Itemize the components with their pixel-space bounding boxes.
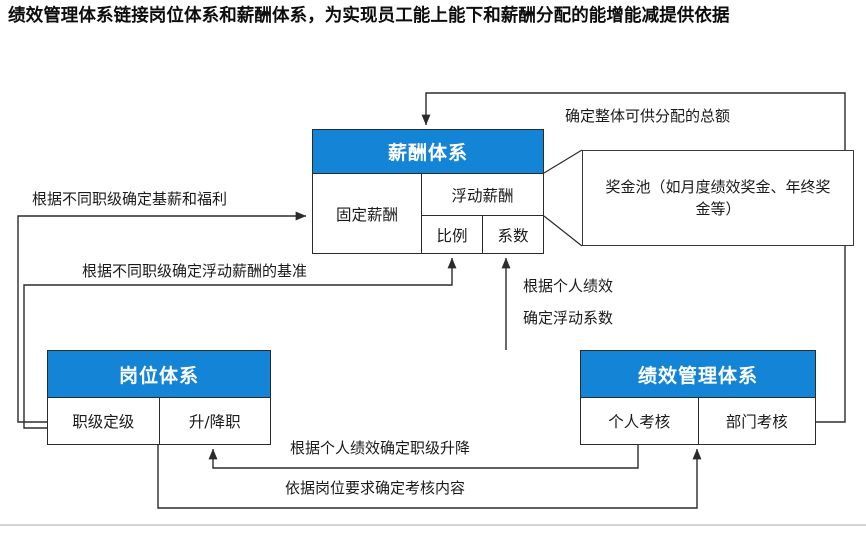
floating-salary-subcells: 比例 系数: [422, 215, 543, 253]
wire-grade-to-floating-base: [23, 257, 457, 429]
cell-department-assessment[interactable]: 部门考核: [697, 398, 816, 444]
cell-floating-salary[interactable]: 浮动薪酬: [451, 186, 514, 205]
cell-fixed-salary[interactable]: 固定薪酬: [335, 205, 398, 224]
cell-ratio[interactable]: 比例: [436, 226, 468, 245]
wire-individual-to-promotion: [208, 445, 639, 469]
bonus-pool-callout[interactable]: 奖金池（如月度绩效奖金、年终奖金等）: [582, 150, 854, 246]
position-system-box[interactable]: 岗位体系 职级定级 升/降职: [47, 350, 271, 445]
wire-department-to-salary: [421, 92, 846, 423]
performance-system-box[interactable]: 绩效管理体系 个人考核 部门考核: [580, 350, 816, 445]
cell-coefficient[interactable]: 系数: [482, 216, 543, 253]
cell-promotion-demotion[interactable]: 升/降职: [158, 398, 271, 444]
label-promotion-rule: 根据个人绩效确定职级升降: [290, 439, 471, 457]
label-total-amount: 确定整体可供分配的总额: [565, 107, 731, 125]
label-base-salary: 根据不同职级确定基薪和福利: [32, 190, 228, 208]
salary-system-box[interactable]: 薪酬体系 固定薪酬 浮动薪酬 比例 系数: [312, 129, 544, 254]
wire-grade-to-fixed-salary: [17, 211, 307, 423]
label-coefficient-line2: 确定浮动系数: [523, 309, 614, 327]
cell-job-grading[interactable]: 职级定级: [72, 413, 135, 431]
cell-individual-assessment[interactable]: 个人考核: [608, 413, 671, 431]
floating-salary-group: 浮动薪酬 比例 系数: [421, 174, 543, 253]
performance-system-header: 绩效管理体系: [581, 351, 815, 398]
label-assessment-content: 依据岗位要求确定考核内容: [285, 479, 466, 497]
salary-system-header: 薪酬体系: [313, 130, 543, 174]
salary-system-body: 固定薪酬 浮动薪酬 比例 系数: [313, 174, 543, 253]
position-system-body: 职级定级 升/降职: [48, 398, 270, 444]
label-floating-base: 根据不同职级确定浮动薪酬的基准: [82, 262, 308, 280]
wire-position-to-performance: [157, 445, 702, 509]
page-title: 绩效管理体系链接岗位体系和薪酬体系，为实现员工能上能下和薪酬分配的能增能减提供依…: [8, 6, 730, 26]
performance-system-body: 个人考核 部门考核: [581, 398, 815, 444]
callout-leader-top: [543, 149, 583, 174]
bottom-divider: [0, 524, 866, 526]
position-system-header: 岗位体系: [48, 351, 270, 398]
label-coefficient-line1: 根据个人绩效: [523, 277, 614, 295]
callout-leader-bottom: [543, 215, 583, 247]
